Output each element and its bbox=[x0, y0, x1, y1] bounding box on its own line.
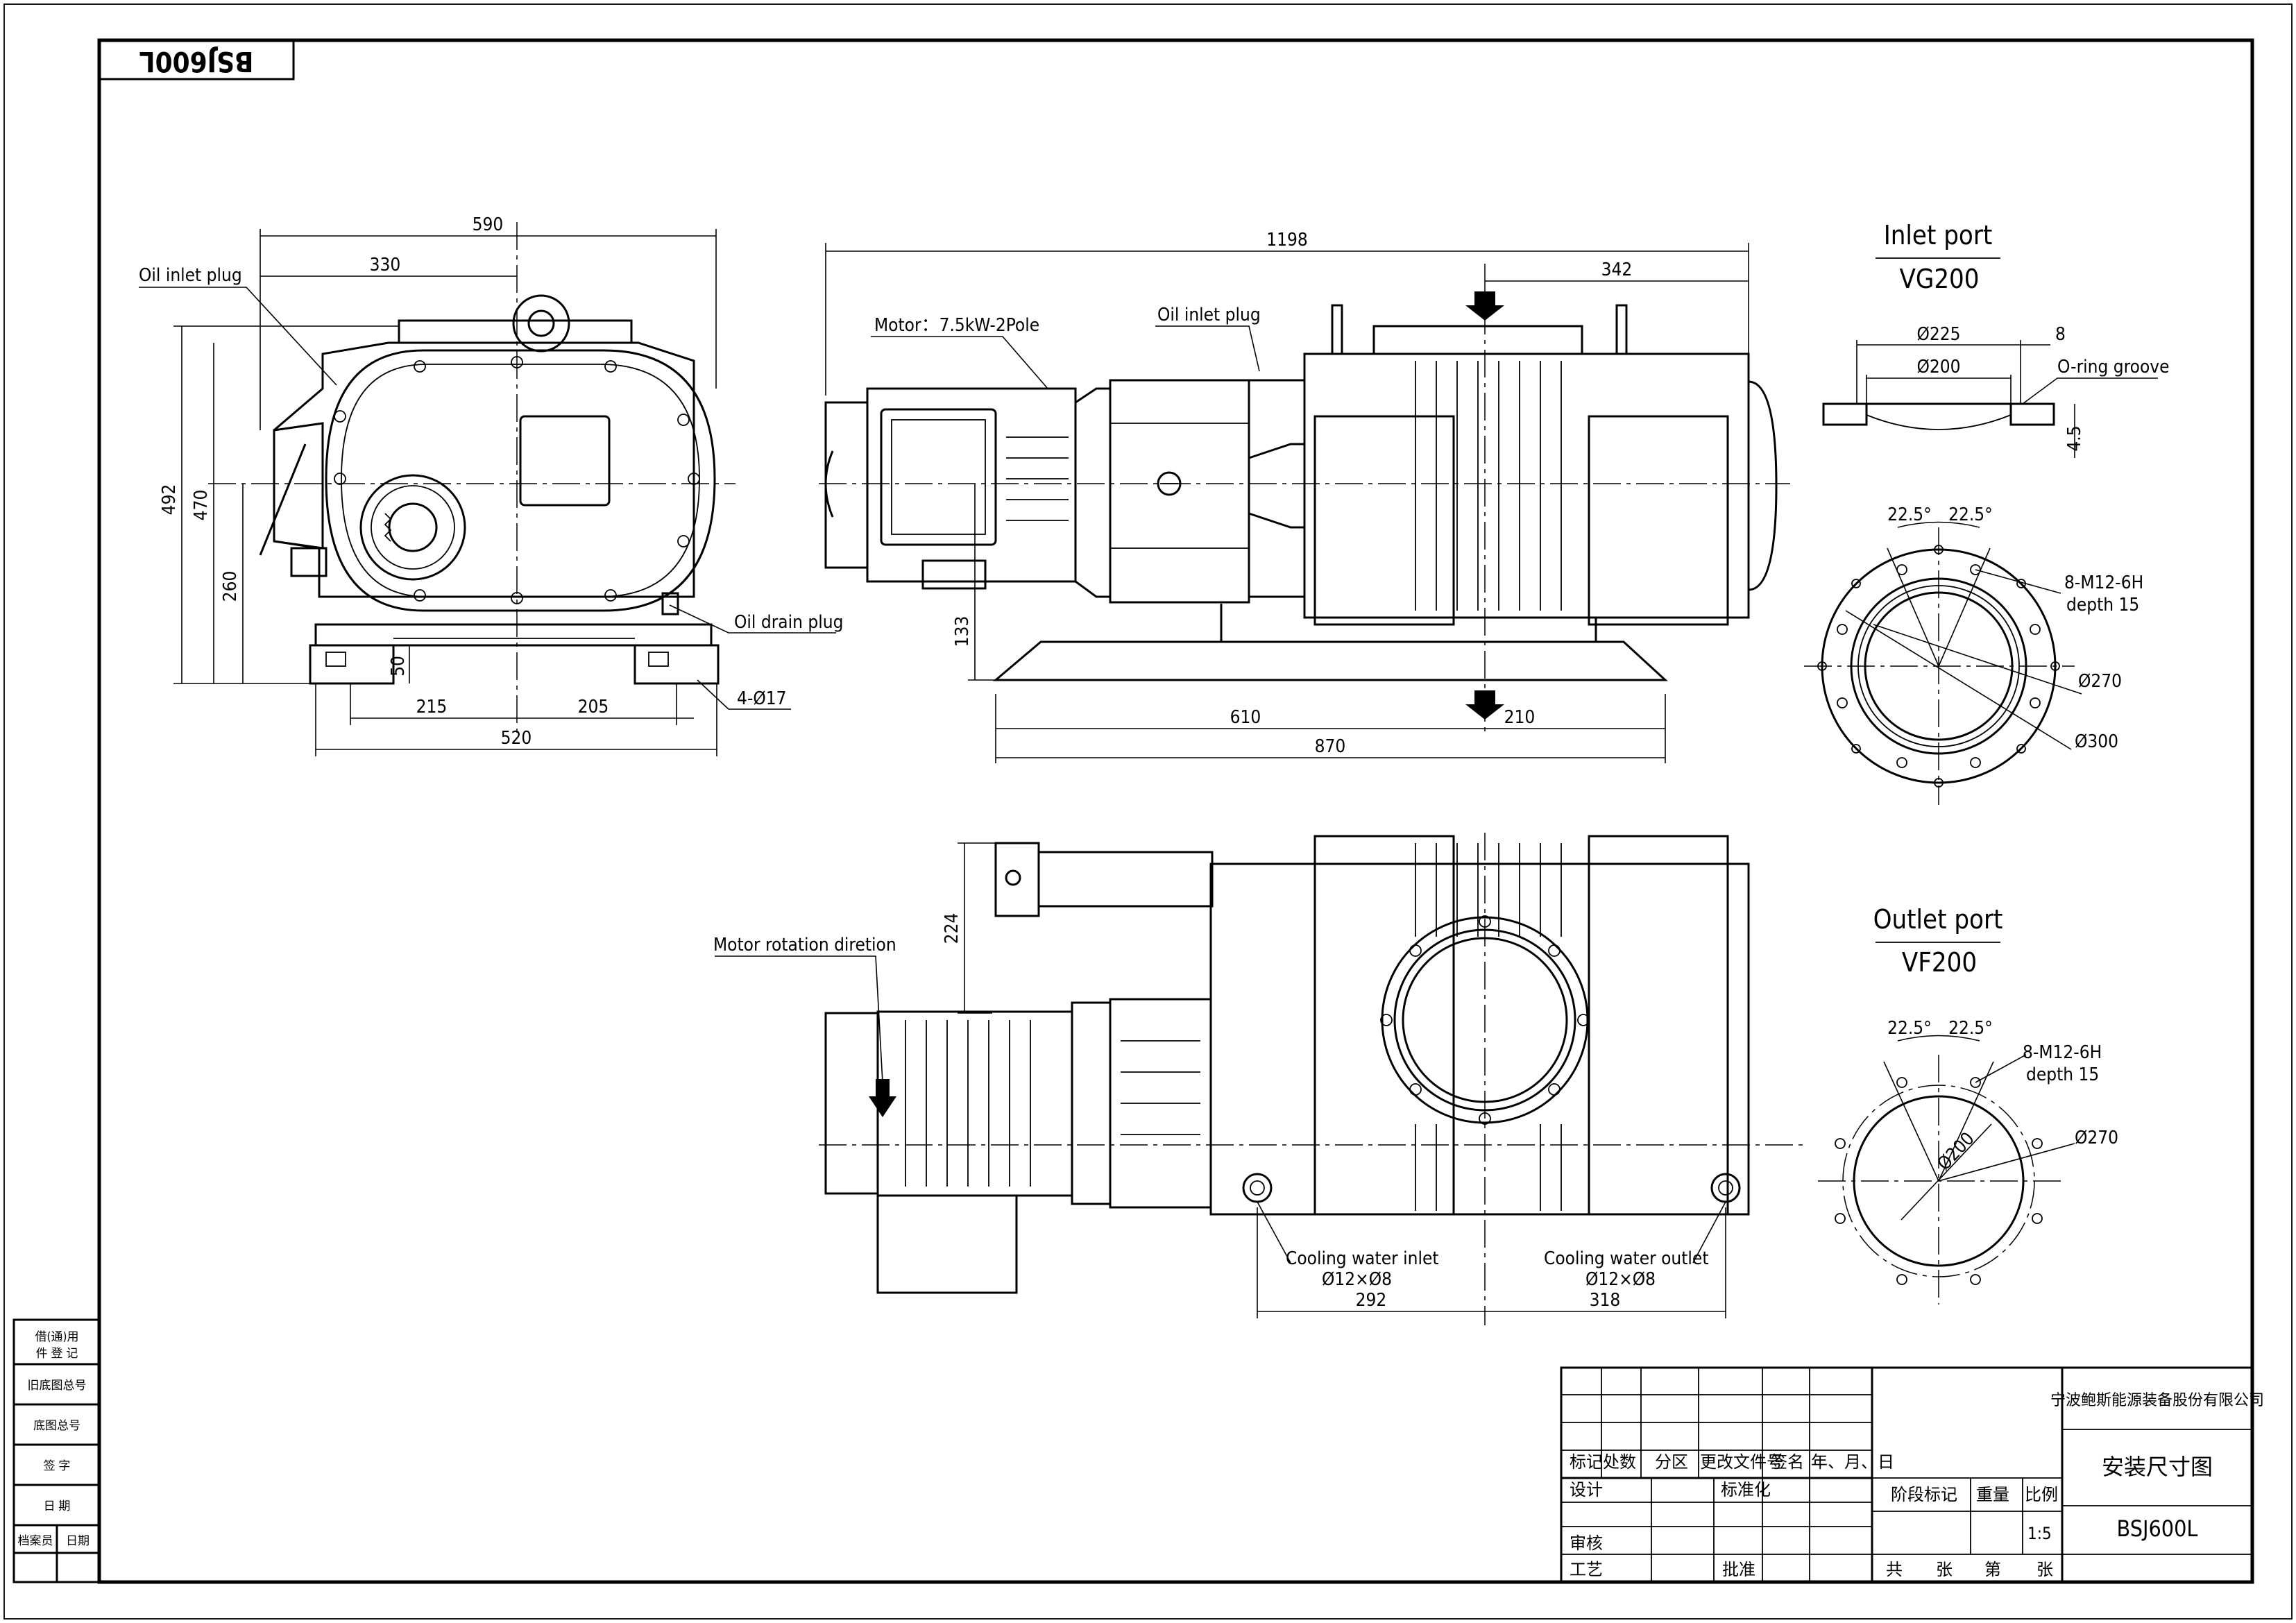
dim-1198: 1198 bbox=[1266, 230, 1308, 250]
label-cw-inlet: Cooling water inlet bbox=[1286, 1248, 1439, 1269]
tb-no: 第 bbox=[1984, 1560, 2001, 1579]
tb-doc: 更改文件号 bbox=[1700, 1452, 1783, 1472]
dim-292: 292 bbox=[1356, 1290, 1387, 1311]
outlet-d200: Ø200 bbox=[1934, 1128, 1979, 1175]
inlet-d200: Ø200 bbox=[1916, 357, 1960, 377]
dim-260: 260 bbox=[220, 571, 241, 602]
tb-count: 处数 bbox=[1603, 1452, 1636, 1472]
outlet-port-std: VF200 bbox=[1902, 947, 1977, 978]
tb-doc-title: 安装尺寸图 bbox=[2102, 1454, 2213, 1480]
dim-224: 224 bbox=[942, 913, 962, 944]
dim-210: 210 bbox=[1504, 707, 1536, 728]
label-cw-inlet-size: Ø12×Ø8 bbox=[1322, 1269, 1392, 1290]
inlet-d45: 4.5 bbox=[2064, 425, 2085, 451]
strip-r5: 日 期 bbox=[44, 1499, 71, 1513]
side-record-strip: 借(通)用 件 登 记 旧底图总号 底图总号 签 字 日 期 档案员 日期 bbox=[12, 1318, 101, 1583]
inlet-thread: 8-M12-6H bbox=[2064, 572, 2143, 593]
dim-870: 870 bbox=[1315, 736, 1346, 757]
inlet-d8: 8 bbox=[2055, 324, 2066, 345]
label-oil-inlet-plug-front: Oil inlet plug bbox=[1157, 305, 1261, 325]
title-block: 标记 处数 分区 更改文件号 签名 年、月、日 设计 标准化 审核 工艺 批准 … bbox=[1560, 1366, 2264, 1583]
dim-50: 50 bbox=[388, 656, 409, 677]
tb-date: 年、月、日 bbox=[1811, 1452, 1894, 1472]
dim-590: 590 bbox=[473, 214, 504, 235]
inlet-d225: Ø225 bbox=[1916, 324, 1960, 345]
inlet-d270: Ø270 bbox=[2078, 671, 2122, 692]
dim-215: 215 bbox=[416, 697, 448, 717]
tb-weight-label: 重量 bbox=[1976, 1485, 2009, 1504]
tb-sheet: 张 bbox=[2036, 1560, 2053, 1579]
inlet-port-title: Inlet port bbox=[1884, 220, 1993, 250]
outlet-depth: depth 15 bbox=[2026, 1064, 2099, 1085]
inlet-d300: Ø300 bbox=[2075, 731, 2118, 752]
tb-review: 审核 bbox=[1570, 1533, 1603, 1553]
strip-r1a: 借(通)用 bbox=[35, 1330, 79, 1344]
dim-520: 520 bbox=[501, 728, 532, 749]
tb-zone: 分区 bbox=[1655, 1452, 1688, 1472]
tb-model: BSJ600L bbox=[2117, 1515, 2198, 1542]
mirrored-code-box: BSJ600L bbox=[98, 39, 295, 80]
strip-r6b: 日期 bbox=[66, 1534, 90, 1548]
front-view: 1198 342 133 610 210 870 Motor：7.5kW-2Po… bbox=[819, 230, 1790, 763]
strip-r2: 旧底图总号 bbox=[28, 1379, 87, 1393]
inlet-oring: O-ring groove bbox=[2057, 357, 2170, 377]
tb-approve: 批准 bbox=[1722, 1560, 1755, 1579]
inlet-ang1: 22.5° bbox=[1887, 504, 1932, 525]
outlet-thread: 8-M12-6H bbox=[2023, 1042, 2102, 1063]
tb-sheets: 张 bbox=[1936, 1560, 1953, 1579]
tb-design: 设计 bbox=[1570, 1480, 1603, 1499]
label-cw-outlet: Cooling water outlet bbox=[1544, 1248, 1709, 1269]
outlet-ang2: 22.5° bbox=[1948, 1018, 1993, 1039]
tb-scale-value: 1:5 bbox=[2027, 1524, 2052, 1543]
inlet-port-detail: Inlet port VG200 Ø225 8 Ø200 O-ring groo… bbox=[1804, 220, 2170, 805]
label-cw-outlet-size: Ø12×Ø8 bbox=[1585, 1269, 1656, 1290]
tb-stage-label: 阶段标记 bbox=[1891, 1485, 1957, 1504]
strip-r6a: 档案员 bbox=[18, 1534, 53, 1548]
drawing-frame bbox=[97, 38, 2254, 1584]
dim-133: 133 bbox=[952, 616, 973, 647]
dim-205: 205 bbox=[578, 697, 609, 717]
mirrored-code: BSJ600L bbox=[139, 45, 254, 77]
outlet-port-detail: Outlet port VF200 22.5° 22.5° 8-M12-6H d… bbox=[1818, 904, 2118, 1305]
tb-sign: 签名 bbox=[1771, 1452, 1804, 1472]
label-holes: 4-Ø17 bbox=[737, 688, 787, 709]
outlet-port-title: Outlet port bbox=[1873, 904, 2003, 935]
label-oil-drain-plug: Oil drain plug bbox=[734, 612, 843, 633]
dim-330: 330 bbox=[370, 255, 401, 275]
outlet-d270: Ø270 bbox=[2075, 1128, 2118, 1148]
strip-r3: 底图总号 bbox=[33, 1419, 80, 1433]
label-motor: Motor：7.5kW-2Pole bbox=[874, 315, 1039, 336]
dim-610: 610 bbox=[1230, 707, 1261, 728]
tb-standard: 标准化 bbox=[1721, 1480, 1771, 1499]
dim-342: 342 bbox=[1601, 260, 1633, 280]
strip-r1b: 件 登 记 bbox=[36, 1347, 78, 1361]
strip-r4: 签 字 bbox=[44, 1459, 71, 1473]
dim-470: 470 bbox=[191, 490, 212, 521]
inlet-port-std: VG200 bbox=[1899, 264, 1979, 294]
dim-492: 492 bbox=[159, 484, 180, 516]
tb-scale-label: 比例 bbox=[2025, 1485, 2058, 1504]
inlet-ang2: 22.5° bbox=[1948, 504, 1993, 525]
tb-company: 宁波鲍斯能源装备股份有限公司 bbox=[2050, 1392, 2264, 1409]
dim-318: 318 bbox=[1590, 1290, 1621, 1311]
label-oil-inlet-plug-side: Oil inlet plug bbox=[139, 265, 242, 286]
label-rotation: Motor rotation diretion bbox=[713, 935, 896, 955]
tb-total: 共 bbox=[1886, 1560, 1903, 1579]
top-view: 224 292 318 Motor rotation diretion Cool… bbox=[713, 833, 1804, 1325]
tb-mark: 标记 bbox=[1570, 1452, 1603, 1472]
tb-process: 工艺 bbox=[1570, 1560, 1603, 1579]
inlet-depth: depth 15 bbox=[2066, 595, 2139, 615]
side-view: 590 330 492 470 260 50 215 205 520 Oil i… bbox=[139, 214, 843, 756]
outlet-ang1: 22.5° bbox=[1887, 1018, 1932, 1039]
